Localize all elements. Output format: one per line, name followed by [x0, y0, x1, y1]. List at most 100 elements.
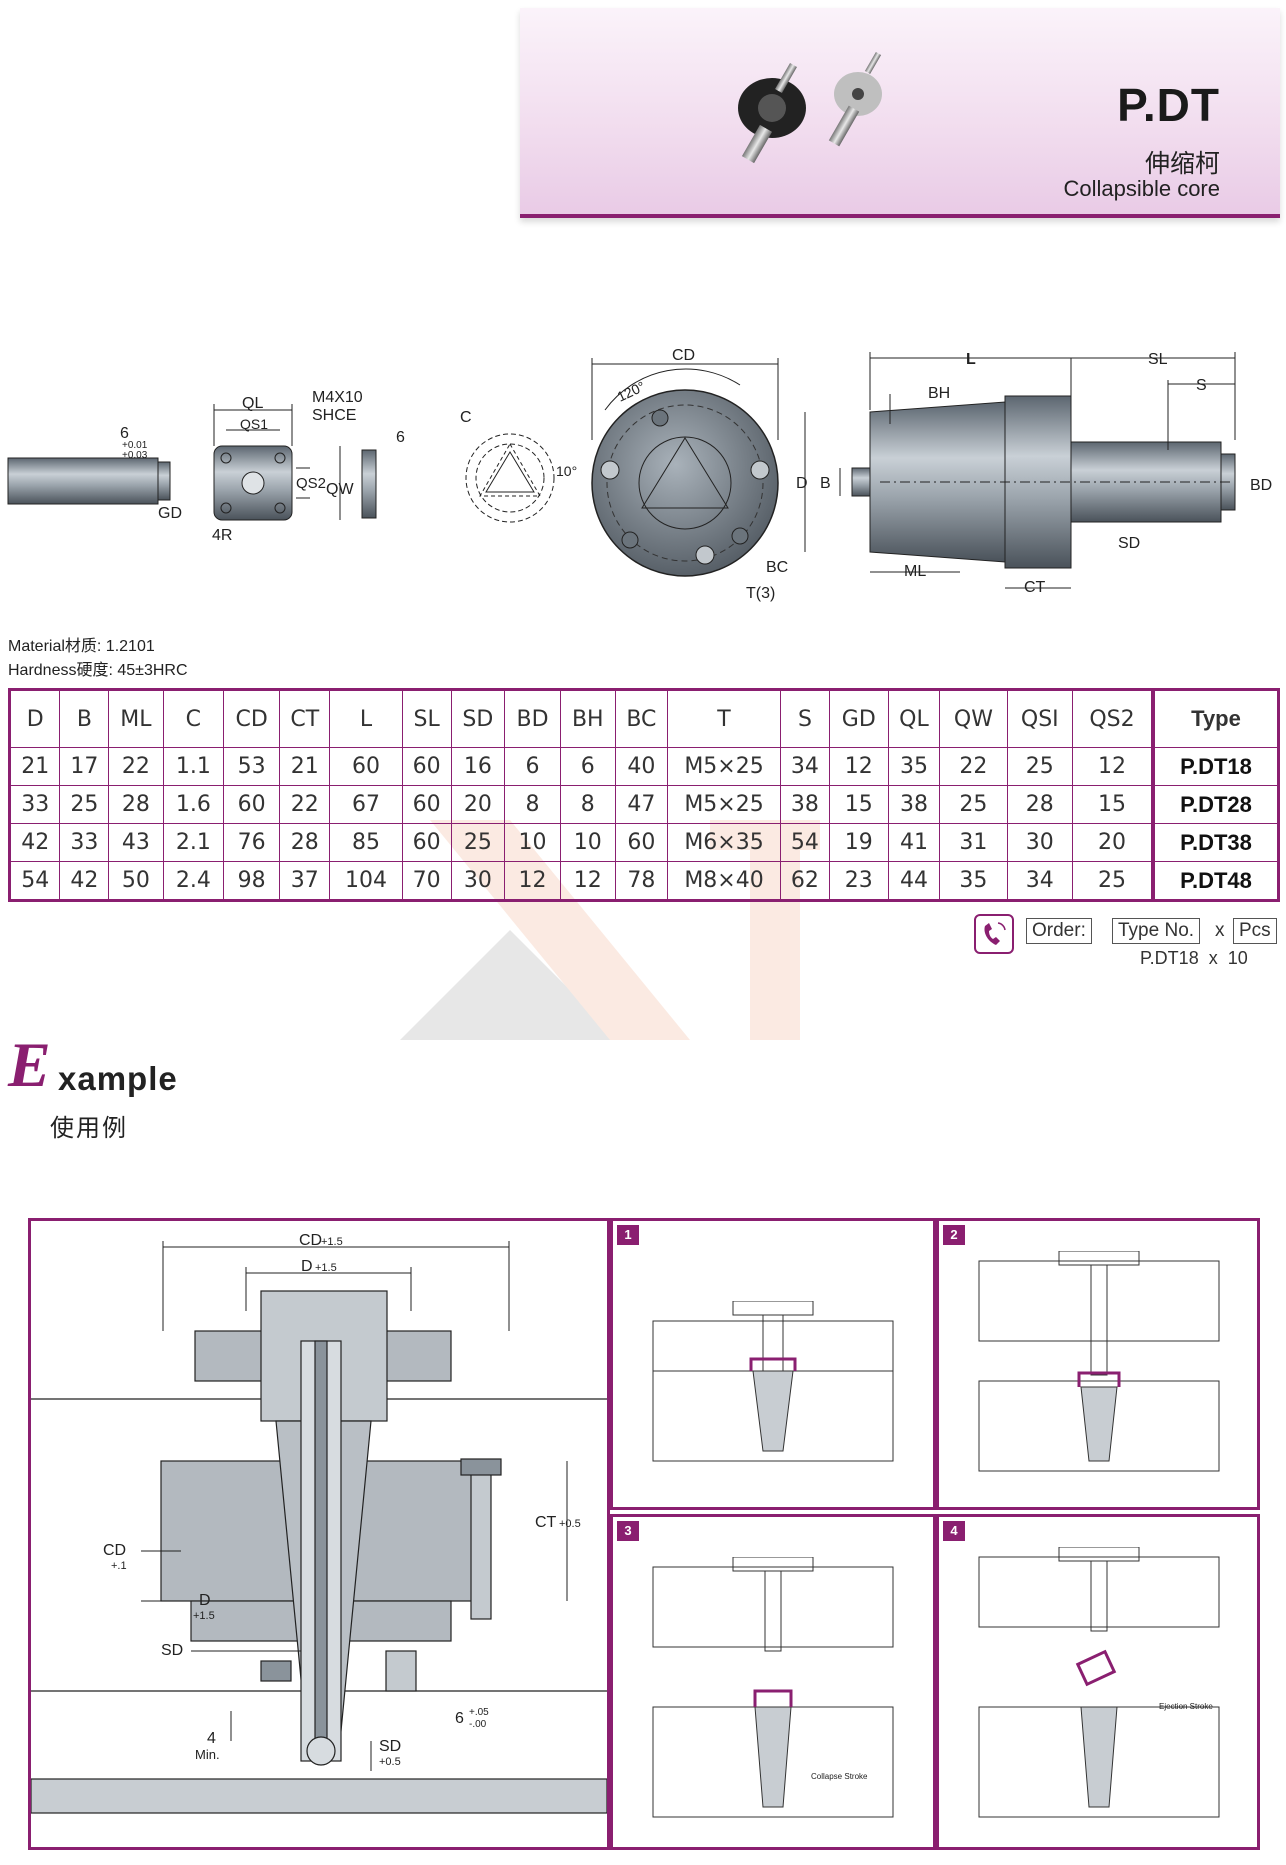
ex-label-cd-top-tol: +1.5 [321, 1236, 343, 1248]
col-header: QL [887, 689, 941, 748]
label-10deg: 10° [556, 463, 577, 479]
table-cell: 10 [504, 823, 561, 862]
table-cell: 2.1 [162, 823, 225, 862]
label-six-pin: 6 [120, 425, 129, 442]
ex-label-cd-left: CD [103, 1542, 126, 1559]
type-cell: P.DT38 [1151, 823, 1279, 862]
col-header: ML [108, 689, 164, 748]
label-screw: M4X10 [312, 389, 363, 406]
ex-label-sd-bottom-tol: +0.5 [379, 1756, 401, 1768]
order-pcs: Pcs [1233, 918, 1277, 944]
ex-label-d-top: D [301, 1258, 313, 1275]
step-badge: 3 [617, 1521, 639, 1541]
table-cell: 42 [8, 823, 61, 862]
table-cell: 50 [108, 861, 164, 901]
col-header: S [780, 689, 830, 748]
table-cell: 43 [108, 823, 164, 862]
table-cell: 6 [504, 747, 561, 786]
table-cell: 33 [8, 785, 61, 824]
table-cell: M5×25 [667, 785, 782, 824]
step-panel-4: 4 Ejection Stroke [936, 1514, 1260, 1850]
table-cell: 54 [8, 861, 61, 901]
order-type-no: Type No. [1112, 918, 1201, 944]
table-cell: 33 [59, 823, 110, 862]
example-main-drawing: CD +1.5 D +1.5 CT +0.5 CD +.1 D +1.5 SD … [28, 1218, 610, 1850]
ex-label-six-tol-plus: +.05 [469, 1707, 489, 1718]
label-b: B [820, 475, 831, 492]
table-cell: 42 [59, 861, 110, 901]
table-cell: 1.6 [162, 785, 225, 824]
product-code: P.DT [1117, 79, 1220, 131]
col-header: QW [939, 689, 1008, 748]
ex-label-d-left-tol: +1.5 [193, 1610, 215, 1622]
ex-label-cd-top: CD [299, 1232, 322, 1249]
col-header: CT [279, 689, 331, 748]
col-header: SD [450, 689, 506, 748]
table-cell: 47 [614, 785, 669, 824]
table-cell: 21 [279, 747, 331, 786]
table-cell: 35 [939, 861, 1008, 901]
label-six: 6 [396, 429, 405, 446]
table-cell: 40 [614, 747, 669, 786]
ex-label-six-tol-minus: -.00 [469, 1719, 487, 1730]
label-ct: CT [1024, 579, 1046, 596]
table-cell: 38 [780, 785, 830, 824]
label-sl: SL [1148, 351, 1168, 368]
table-cell: 12 [504, 861, 561, 901]
order-example: P.DT18 x 10 [1140, 948, 1248, 968]
phone-icon [974, 914, 1014, 954]
table-cell: 25 [1071, 861, 1154, 901]
table-cell: 54 [780, 823, 830, 862]
table-cell: 8 [504, 785, 561, 824]
hardness-spec: Hardness硬度: 45±3HRC [8, 662, 188, 679]
label-c: C [460, 409, 472, 426]
col-header: BH [559, 689, 616, 748]
table-cell: 60 [401, 823, 452, 862]
label-ml: ML [904, 563, 926, 580]
table-cell: 34 [780, 747, 830, 786]
table-cell: 22 [108, 747, 164, 786]
ex-label-d-left: D [199, 1592, 211, 1609]
table-cell: 98 [223, 861, 281, 901]
table-cell: 30 [1006, 823, 1073, 862]
step4-note: Ejection Stroke [1159, 1702, 1213, 1711]
table-cell: M6×35 [667, 823, 782, 862]
label-bc: BC [766, 559, 788, 576]
table-cell: 15 [1071, 785, 1154, 824]
table-cell: 53 [223, 747, 281, 786]
table-cell: 104 [329, 861, 403, 901]
ex-label-sd-left: SD [161, 1642, 183, 1659]
ex-label-cd-left-tol: +.1 [111, 1560, 127, 1572]
col-header: L [329, 689, 403, 748]
label-tol-plus: +0.01 [122, 440, 148, 451]
example-heading-cn: 使用例 [50, 1115, 128, 1142]
label-gd: GD [158, 505, 182, 522]
step-panel-2: 2 [936, 1218, 1260, 1510]
col-header: C [162, 689, 225, 748]
table-cell: 20 [1071, 823, 1154, 862]
col-header: BD [504, 689, 561, 748]
step-panel-1: 1 [610, 1218, 936, 1510]
example-heading: xample [58, 1060, 178, 1097]
step-drawing [652, 1301, 894, 1462]
ex-label-ct: CT [535, 1514, 557, 1531]
table-cell: 60 [329, 747, 403, 786]
label-t3: T(3) [746, 585, 775, 602]
table-cell: 25 [939, 785, 1008, 824]
col-header: QS2 [1071, 689, 1154, 748]
table-cell: 60 [401, 747, 452, 786]
table-cell: 25 [1006, 747, 1073, 786]
table-cell: 34 [1006, 861, 1073, 901]
label-qs2: QS2 [296, 475, 326, 492]
table-cell: 19 [828, 823, 889, 862]
ex-label-six: 6 [455, 1710, 464, 1727]
step-badge: 2 [943, 1225, 965, 1245]
step-drawing [978, 1251, 1220, 1472]
table-cell: 85 [329, 823, 403, 862]
table-cell: 35 [887, 747, 941, 786]
type-cell: P.DT28 [1151, 785, 1279, 824]
table-cell: 22 [939, 747, 1008, 786]
